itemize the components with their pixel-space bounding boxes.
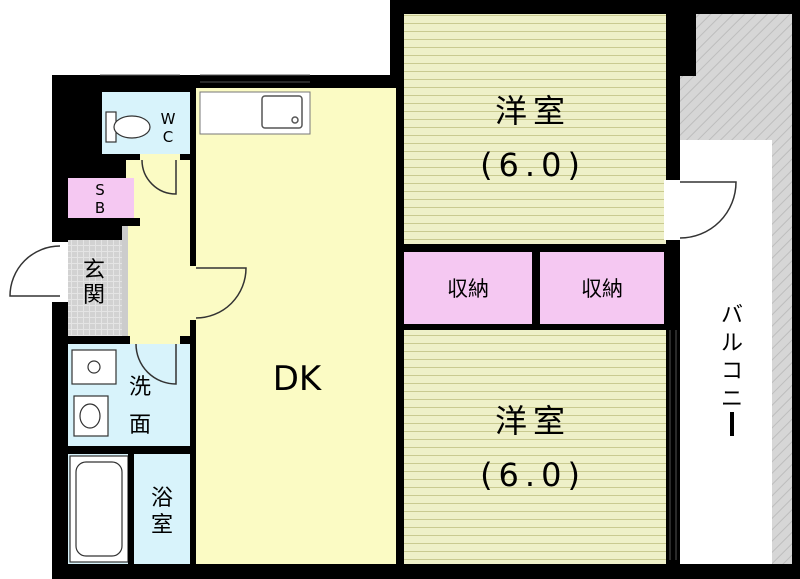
balcony-floor (680, 140, 772, 564)
western-room-bottom-size: (6.0) (480, 456, 586, 494)
western-room-top-notch (666, 14, 696, 76)
bathroom-label-1: 浴 (151, 486, 173, 511)
washing-machine (71, 349, 117, 385)
wall-storage-bottom (404, 324, 666, 330)
bathtub-inner (75, 461, 123, 557)
wall-dk-left (190, 88, 196, 564)
balcony-label-2: ル (721, 331, 743, 356)
storage-right-label: 収納 (581, 277, 623, 301)
wall-storage-top (404, 244, 666, 252)
entrance-label-1: 玄 (83, 258, 105, 283)
sb-label-b: B (95, 199, 105, 217)
storage-left-label: 収納 (447, 277, 489, 301)
wash-basin (73, 395, 109, 437)
balcony-label-3: コ (721, 359, 743, 384)
balcony-label-1: バ (721, 303, 743, 328)
washing-drain (87, 360, 101, 374)
wc-label-c: C (163, 128, 173, 146)
dk-floor (196, 88, 396, 564)
entrance-label-2: 関 (83, 283, 105, 308)
western-room-top-size: (6.0) (480, 146, 586, 184)
toilet-bowl (113, 115, 151, 139)
storage-divider (532, 246, 540, 328)
faucet (291, 116, 299, 124)
window-marks (100, 74, 677, 560)
door-opening-dk (188, 266, 198, 320)
wash-door-swing (135, 343, 177, 385)
washroom-label-1: 洗 (129, 375, 151, 400)
wc-door-swing (141, 159, 177, 195)
wall-wash-top (60, 336, 190, 344)
dk-label: DK (273, 359, 323, 399)
wall-bath-top (60, 446, 190, 454)
balcony-door-swing (679, 181, 737, 239)
sb-label-s: S (95, 181, 105, 199)
sb-box (68, 178, 134, 218)
storage-right-box (540, 252, 664, 324)
balcony-label-dash (730, 412, 734, 436)
door-opening-balcony (664, 180, 680, 240)
wall-dk-right (396, 14, 404, 564)
hallway-floor (126, 160, 192, 340)
basin-bowl (79, 403, 101, 429)
bathroom-label-2: 室 (151, 513, 173, 538)
door-swing-group (9, 159, 737, 385)
western-room-bottom-label: 洋室 (495, 402, 571, 440)
entrance-floor (68, 240, 122, 336)
door-opening-entrance (52, 242, 68, 302)
balcony-label-4: ニ (721, 387, 743, 412)
door-opening-wash (130, 336, 180, 344)
western-room-top-label: 洋室 (495, 92, 571, 130)
balcony-left-wall (664, 14, 680, 564)
western-room-top-floor (404, 14, 666, 244)
storage-left-box (404, 252, 532, 324)
entrance-step (122, 226, 128, 336)
door-opening-wc (140, 154, 180, 160)
entrance-door-swing (9, 245, 61, 297)
western-room-bottom-floor (404, 330, 666, 564)
wall-sb-bottom (60, 218, 140, 226)
wc-label-w: W (161, 110, 176, 128)
washroom-label-2: 面 (129, 413, 151, 438)
wall-bath-divider (128, 454, 134, 564)
dk-door-swing (195, 267, 247, 319)
